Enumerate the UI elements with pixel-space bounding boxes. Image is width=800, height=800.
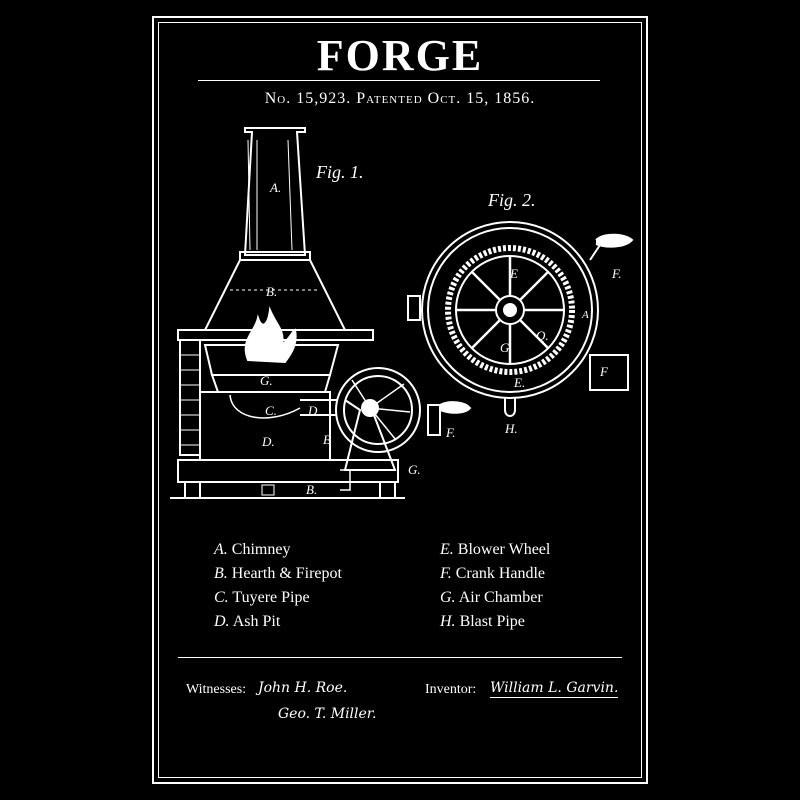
callout-c: C.	[265, 403, 277, 418]
legend-item: A. Chimney	[214, 541, 291, 558]
legend-item: E. Blower Wheel	[440, 541, 551, 558]
gear-ring	[445, 245, 575, 375]
callout-b2: B	[323, 432, 331, 447]
callout-b: B.	[266, 284, 277, 299]
brick-column	[179, 339, 201, 456]
figure-2-blower	[407, 221, 634, 417]
crank-handle	[439, 401, 472, 414]
figure-labels: Fig. 1. Fig. 2. A. B. G. C. D D. B B. F.…	[260, 162, 622, 497]
legend-item: H. Blast Pipe	[440, 613, 525, 630]
figure-1-forge	[170, 127, 472, 499]
callout-d2: D.	[261, 434, 275, 449]
witness-signature-2: Geo. T. Miller.	[278, 706, 377, 722]
legend-right: E. Blower Wheel F. Crank Handle G. Air C…	[440, 538, 550, 634]
page-title: FORGE	[316, 31, 484, 80]
callout-g: G.	[260, 373, 273, 388]
fig2-callout-a: A	[581, 309, 589, 321]
callout-d1: D	[307, 403, 318, 418]
fig2-callout-f: F.	[611, 266, 622, 281]
callout-g2: G.	[408, 462, 421, 477]
legend-item: D. Ash Pit	[214, 613, 281, 630]
crank-handle-fig2	[595, 233, 634, 248]
inventor-label: Inventor:	[425, 682, 477, 697]
patent-line: No. 15,923. Patented Oct. 15, 1856.	[264, 90, 536, 107]
callout-a: A.	[269, 180, 281, 195]
title-rule	[198, 80, 600, 81]
legend-item: G. Air Chamber	[440, 589, 543, 606]
chimney	[243, 127, 307, 256]
fig2-callout-q: Q.	[536, 328, 549, 343]
outer-border	[152, 16, 648, 784]
legend-left: A. Chimney B. Hearth & Firepot C. Tuyere…	[214, 538, 342, 634]
legend-item: F. Crank Handle	[440, 565, 546, 582]
fig2-callout-f2: F	[599, 364, 609, 379]
fig2-label: Fig. 2.	[487, 190, 536, 210]
fig2-callout-h: H.	[504, 421, 518, 436]
witness-signature-1: John H. Roe.	[258, 680, 348, 696]
inner-border	[158, 22, 642, 778]
flame	[244, 306, 297, 364]
inventor-signature: William L. Garvin.	[490, 680, 619, 698]
legend-item: C. Tuyere Pipe	[214, 589, 310, 606]
fig1-label: Fig. 1.	[315, 162, 364, 182]
legend-item: B. Hearth & Firepot	[214, 565, 342, 582]
blast-pipe	[504, 397, 516, 417]
fig2-callout-e2: E.	[513, 375, 525, 390]
callout-b3: B.	[306, 482, 317, 497]
callout-f: F.	[445, 425, 456, 440]
footer-rule	[178, 657, 622, 658]
witnesses-label: Witnesses:	[186, 682, 247, 697]
fig2-callout-e: E	[509, 266, 518, 281]
fig2-callout-g: G	[500, 340, 510, 355]
